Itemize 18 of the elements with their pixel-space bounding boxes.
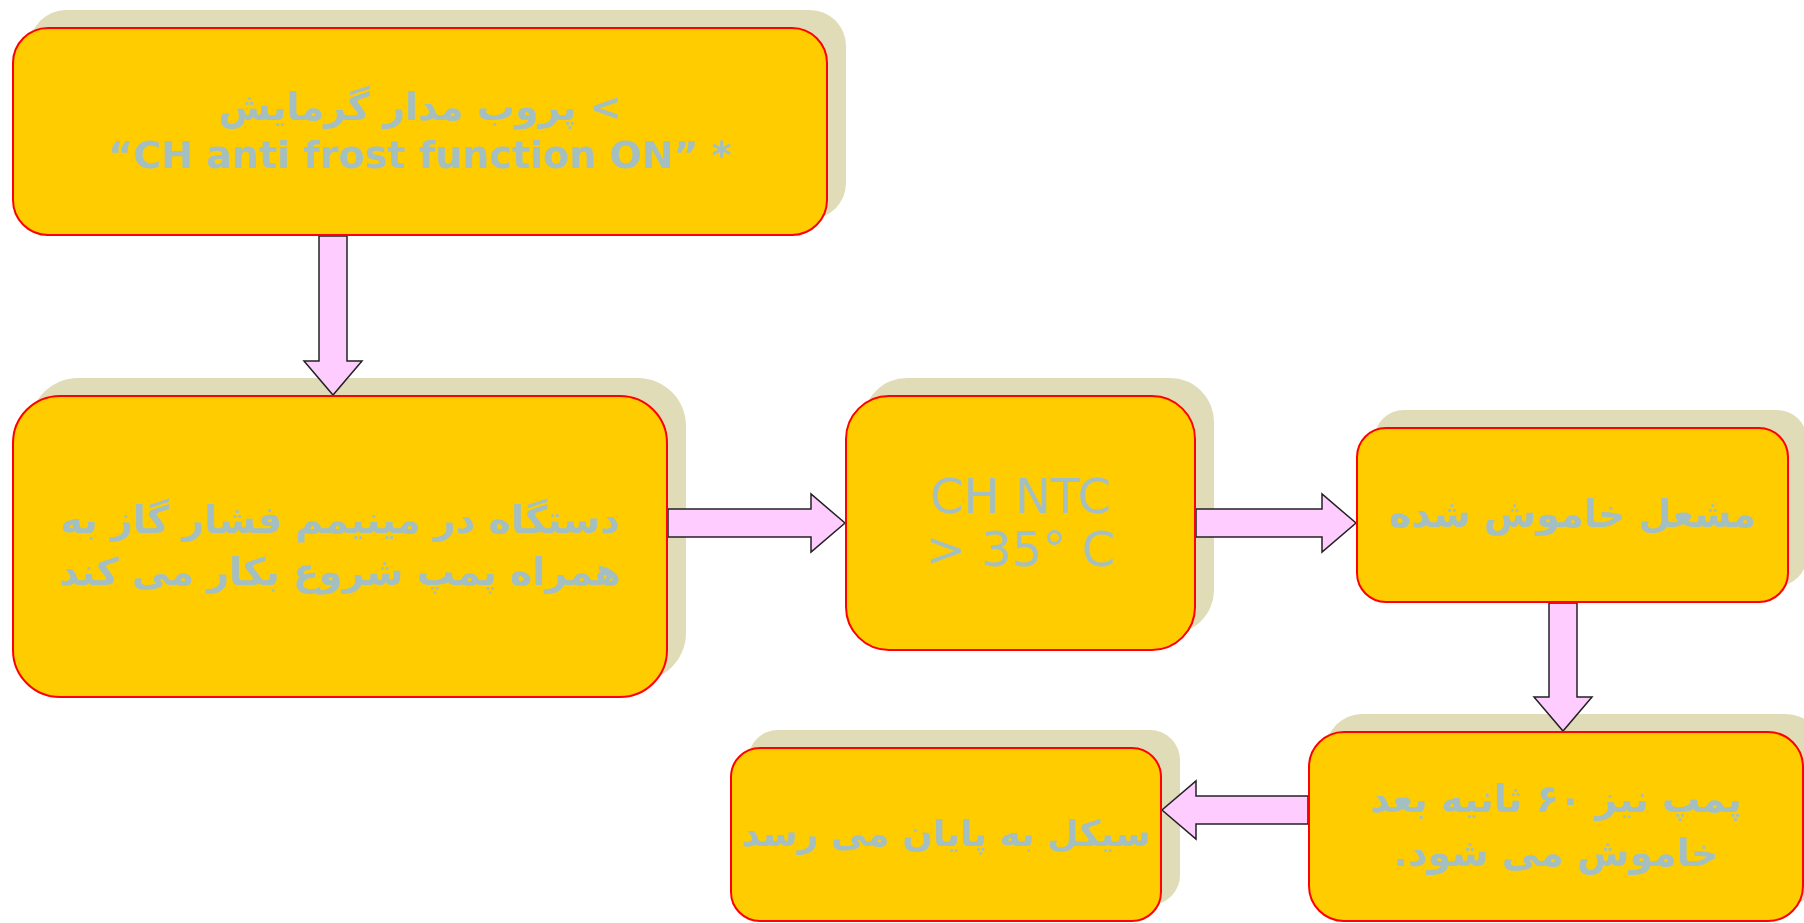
block-arrow <box>302 235 364 397</box>
block-arrow <box>1160 779 1309 841</box>
box-text: سیکل به پایان می رسد <box>741 812 1151 857</box>
process-box <box>12 395 668 698</box>
process-box <box>1356 427 1789 603</box>
box-text: > پروب مدار گرمایش <box>218 84 622 132</box>
process-box <box>1308 731 1804 922</box>
box-text: CH NTC > 35° C <box>924 470 1117 576</box>
process-box <box>12 27 828 236</box>
box-text: پمپ نیز ۶۰ ثانیه بعد خاموش می شود. <box>1369 776 1743 877</box>
process-box <box>730 747 1162 922</box>
box-text: دستگاه در مینیمم فشار گاز به همراه پمپ شروع بکار می کند <box>58 497 622 597</box>
box-text: مشعل خاموش شده <box>1388 491 1757 539</box>
block-arrow <box>1195 492 1358 554</box>
block-arrow <box>667 492 847 554</box>
box-text: “CH anti frost function ON” * <box>108 131 732 179</box>
block-arrow <box>1532 602 1594 733</box>
process-box <box>845 395 1196 651</box>
